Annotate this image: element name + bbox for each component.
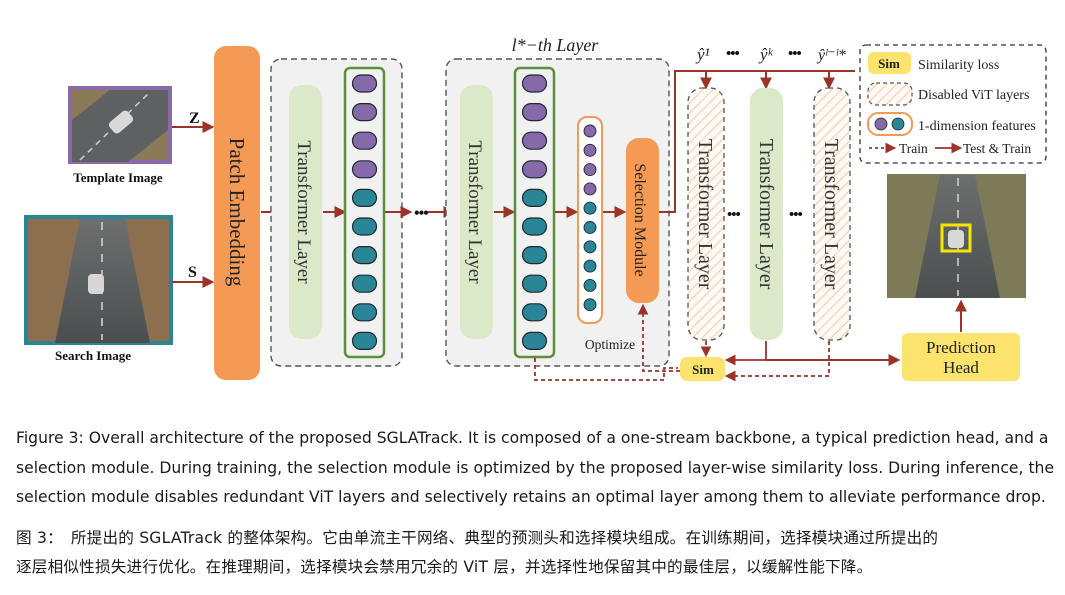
feature-vector: [583, 124, 597, 312]
legend-disabled-vit: Disabled ViT layers: [918, 88, 1029, 103]
lth-layer-title: l*−th Layer: [512, 35, 600, 55]
ellipsis-y-2: •••: [788, 46, 802, 62]
disabled-transformer-layer-2: [813, 87, 851, 341]
search-token: [521, 246, 548, 265]
selection-module-label: Selection Module: [631, 163, 648, 276]
search-feature: [583, 298, 597, 312]
template-feature: [583, 182, 597, 196]
search-feature: [583, 240, 597, 254]
search-token: [351, 303, 378, 322]
search-token: [351, 188, 378, 207]
search-image-label: Search Image: [55, 348, 131, 363]
search-token: [351, 217, 378, 236]
transformer-layer-1-label: Transformer Layer: [293, 140, 314, 284]
template-token: [521, 74, 548, 93]
template-token: [351, 102, 378, 122]
transformer-layer-lth-label: Transformer Layer: [464, 140, 485, 284]
search-token: [351, 331, 378, 350]
patch-embedding-label: Patch Embedding: [225, 138, 249, 287]
legend-disabled-swatch: [867, 82, 913, 106]
optimize-label: Optimize: [585, 337, 635, 352]
legend-similarity-loss: Similarity loss: [918, 58, 999, 73]
caption-chinese: 图 3： 所提出的 SGLATrack 的整体架构。它由单流主干网络、典型的预测…: [16, 524, 1056, 582]
disabled-transformer-layer-2-label: Transformer Layer: [820, 139, 842, 290]
prediction-head-line2: Head: [943, 358, 979, 377]
y-hat-last: ŷˡ⁻ˡ*: [816, 47, 846, 64]
prediction-head: [902, 333, 1020, 381]
token-column-lth: [513, 66, 556, 359]
legend-features-swatch: [867, 112, 913, 136]
prediction-head-line1: Prediction: [926, 338, 996, 357]
ellipsis-1: •••: [414, 205, 428, 222]
ellipsis-y-1: •••: [726, 46, 740, 62]
caption-zh-line: 逐层相似性损失进行优化。在推理期间，选择模块会禁用冗余的 ViT 层，并选择性地…: [16, 558, 873, 576]
template-feature: [583, 163, 597, 177]
search-feature: [583, 201, 597, 215]
search-token: [351, 246, 378, 265]
legend-features: 1-dimension features: [918, 119, 1036, 134]
disabled-transformer-layer-1-label: Transformer Layer: [694, 139, 716, 290]
caption-english: Figure 3: Overall architecture of the pr…: [16, 424, 1056, 513]
retained-transformer-layer-label: Transformer Layer: [755, 139, 777, 290]
output-image: [887, 174, 1026, 298]
template-token: [521, 131, 548, 150]
template-token: [521, 102, 548, 122]
legend: Sim Similarity loss Disabled ViT layers …: [859, 44, 1047, 164]
caption-en-line: selection module. During training, the s…: [16, 458, 1055, 477]
y-hat-k: ŷᵏ: [758, 45, 774, 64]
template-feature: [583, 143, 597, 157]
token-stack-1: [351, 74, 378, 350]
template-feature: [583, 124, 597, 138]
caption-en-line: selection module disables redundant ViT …: [16, 488, 1046, 506]
disabled-transformer-layer-1: [687, 87, 725, 341]
legend-sim-swatch: [868, 52, 911, 74]
search-image: [24, 215, 173, 345]
s-label: S: [188, 264, 197, 281]
search-token: [521, 188, 548, 207]
legend-test-train: Test & Train: [963, 141, 1031, 156]
search-token: [521, 303, 548, 322]
ellipsis-layers-2: •••: [789, 207, 803, 223]
template-token: [351, 74, 378, 93]
architecture-figure: Template Image Search Image Z S Patch Em…: [24, 35, 1047, 382]
template-image: [68, 86, 172, 164]
sim-label: Sim: [692, 362, 714, 377]
search-token: [521, 217, 548, 236]
search-feature: [583, 278, 597, 292]
selection-module: [626, 138, 659, 303]
ellipsis-layers-1: •••: [727, 207, 741, 223]
tracking-box: [940, 223, 972, 253]
search-token: [351, 274, 378, 293]
transformer-layer-lth: [460, 85, 493, 339]
transformer-layer-1: [289, 85, 322, 339]
search-token: [521, 331, 548, 350]
sim-box: [680, 357, 725, 381]
retained-transformer-layer: [750, 88, 783, 340]
z-label: Z: [189, 110, 200, 127]
caption-zh-line: 图 3： 所提出的 SGLATrack 的整体架构。它由单流主干网络、典型的预测…: [16, 529, 939, 547]
search-token: [521, 274, 548, 293]
search-feature: [583, 259, 597, 273]
template-token: [351, 160, 378, 179]
template-image-label: Template Image: [73, 170, 163, 185]
search-feature: [583, 221, 597, 234]
template-token: [351, 131, 378, 150]
template-token: [521, 160, 548, 179]
patch-embedding-block: [214, 46, 260, 380]
token-stack-lth: [521, 74, 548, 350]
legend-sim-text: Sim: [878, 56, 900, 71]
y-hat-1: ŷ¹: [695, 45, 710, 64]
caption-en-line: Figure 3: Overall architecture of the pr…: [16, 429, 1049, 447]
legend-train: Train: [899, 141, 928, 156]
token-column-1: [343, 66, 386, 359]
